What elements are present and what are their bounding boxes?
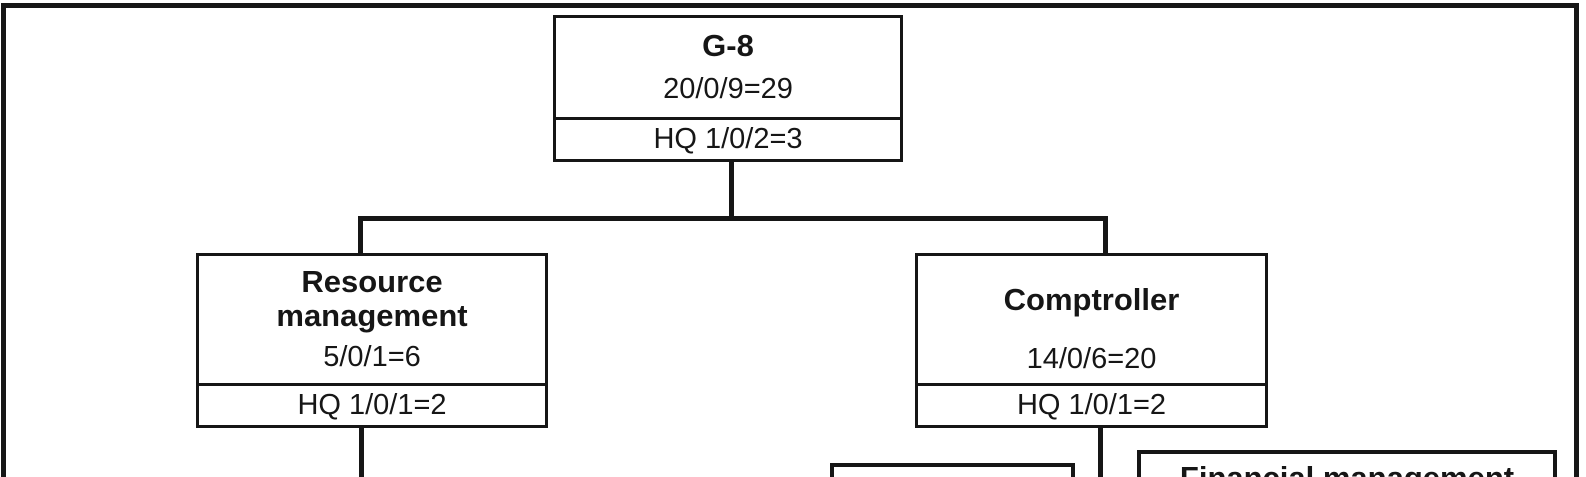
org-node-title: Financial management bbox=[1180, 461, 1514, 477]
org-node-strength: 14/0/6=20 bbox=[1026, 343, 1157, 375]
org-node-comptroller-body: Comptroller 14/0/6=20 bbox=[918, 256, 1265, 383]
org-node-hq-label: HQ 1/0/1=2 bbox=[1016, 389, 1167, 421]
connector-horizontal-bus bbox=[358, 216, 1108, 221]
connector-drop-comptroller bbox=[1103, 216, 1108, 256]
connector-comptroller-down bbox=[1098, 425, 1103, 477]
diagram-border-frame bbox=[1, 3, 1579, 477]
org-node-financial-management-body: Financial management bbox=[1141, 454, 1553, 477]
org-node-hq-section: HQ 1/0/2=3 bbox=[556, 117, 900, 159]
org-node-hq-label: HQ 1/0/2=3 bbox=[653, 123, 803, 155]
org-node-hq-label: HQ 1/0/1=2 bbox=[297, 389, 447, 421]
org-node-title: Comptroller bbox=[1003, 282, 1180, 317]
org-node-resource-management-body: Resource management 5/0/1=6 bbox=[199, 256, 545, 383]
org-node-resource-management: Resource management 5/0/1=6 HQ 1/0/1=2 bbox=[196, 253, 548, 428]
org-node-g8: G-8 20/0/9=29 HQ 1/0/2=3 bbox=[553, 15, 903, 162]
org-node-strength: 20/0/9=29 bbox=[663, 73, 793, 106]
connector-resource-management-down bbox=[359, 425, 364, 477]
org-node-hq-section: HQ 1/0/1=2 bbox=[918, 383, 1265, 425]
org-node-strength: 5/0/1=6 bbox=[323, 341, 421, 374]
org-node-g8-body: G-8 20/0/9=29 bbox=[556, 18, 900, 117]
connector-g8-down bbox=[729, 162, 734, 221]
org-node-financial-management: Financial management bbox=[1137, 450, 1557, 477]
connector-drop-resource-management bbox=[358, 216, 363, 256]
org-node-title: G-8 bbox=[702, 27, 754, 63]
org-node-hq-section: HQ 1/0/1=2 bbox=[199, 383, 545, 425]
org-node-comptroller: Comptroller 14/0/6=20 HQ 1/0/1=2 bbox=[915, 253, 1268, 428]
org-node-partial-unlabeled bbox=[830, 463, 1075, 477]
org-node-title: Resource management bbox=[276, 263, 468, 333]
